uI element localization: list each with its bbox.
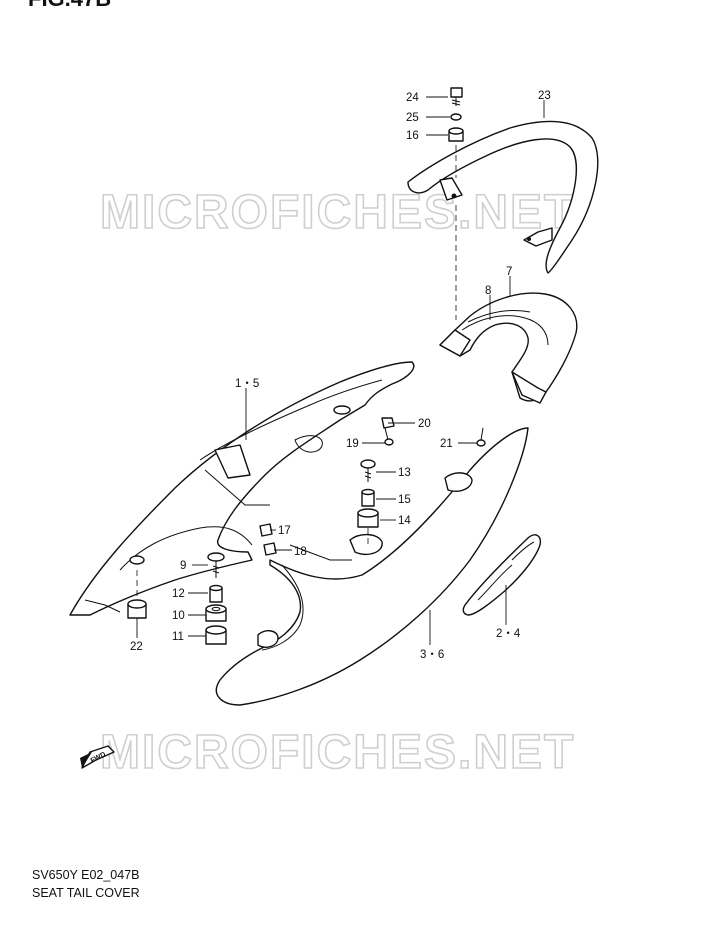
seat-frame bbox=[69, 361, 415, 616]
callout-23: 23 bbox=[538, 90, 551, 102]
callout-18: 18 bbox=[294, 546, 307, 558]
rear-cover bbox=[439, 292, 578, 404]
cushion-14 bbox=[357, 508, 379, 528]
callout-3-6: 3・6 bbox=[420, 649, 444, 661]
callout-13: 13 bbox=[398, 467, 411, 479]
cushion-16 bbox=[448, 127, 464, 142]
collar-15 bbox=[361, 488, 375, 507]
callout-labels: 23 24 25 16 7 8 1・5 20 19 21 13 15 14 17… bbox=[130, 90, 551, 661]
watermark-top: MICROFICHES.NET bbox=[100, 186, 575, 239]
cushion-11 bbox=[205, 625, 227, 645]
clip-17 bbox=[259, 523, 273, 537]
screw-19 bbox=[384, 427, 394, 446]
screw-21 bbox=[476, 427, 486, 447]
cushion-10 bbox=[205, 604, 227, 622]
grab-rail bbox=[407, 120, 599, 274]
callout-22: 22 bbox=[130, 641, 143, 653]
callout-2-4: 2・4 bbox=[496, 628, 521, 640]
cushion-22 bbox=[127, 599, 147, 619]
bolt-13 bbox=[360, 459, 376, 482]
callout-12: 12 bbox=[172, 588, 185, 600]
bolt-24 bbox=[450, 87, 463, 106]
callout-25: 25 bbox=[406, 112, 419, 124]
washer-25 bbox=[450, 113, 462, 121]
side-cover bbox=[215, 427, 529, 706]
callout-24: 24 bbox=[406, 92, 419, 104]
diagram-code: SV650Y E02_047B bbox=[32, 868, 140, 882]
callout-8: 8 bbox=[485, 285, 491, 297]
callout-19: 19 bbox=[346, 438, 359, 450]
callout-14: 14 bbox=[398, 515, 411, 527]
callout-1-5: 1・5 bbox=[235, 378, 259, 390]
callout-16: 16 bbox=[406, 130, 419, 142]
callout-11: 11 bbox=[172, 631, 184, 643]
callout-21: 21 bbox=[440, 438, 453, 450]
emblem bbox=[462, 534, 542, 616]
clip-18 bbox=[263, 542, 277, 556]
callout-15: 15 bbox=[398, 494, 411, 506]
bolt-9 bbox=[207, 552, 225, 578]
figure-title: FIG.47B bbox=[28, 0, 111, 12]
leader-lines bbox=[136, 96, 545, 645]
diagram-title: SEAT TAIL COVER bbox=[32, 886, 140, 900]
callout-20: 20 bbox=[418, 418, 431, 430]
callout-9: 9 bbox=[180, 560, 186, 572]
watermark-bottom: MICROFICHES.NET bbox=[100, 726, 575, 779]
callout-10: 10 bbox=[172, 610, 185, 622]
collar-12 bbox=[209, 584, 223, 603]
callout-7: 7 bbox=[506, 266, 512, 278]
callout-17: 17 bbox=[278, 525, 291, 537]
